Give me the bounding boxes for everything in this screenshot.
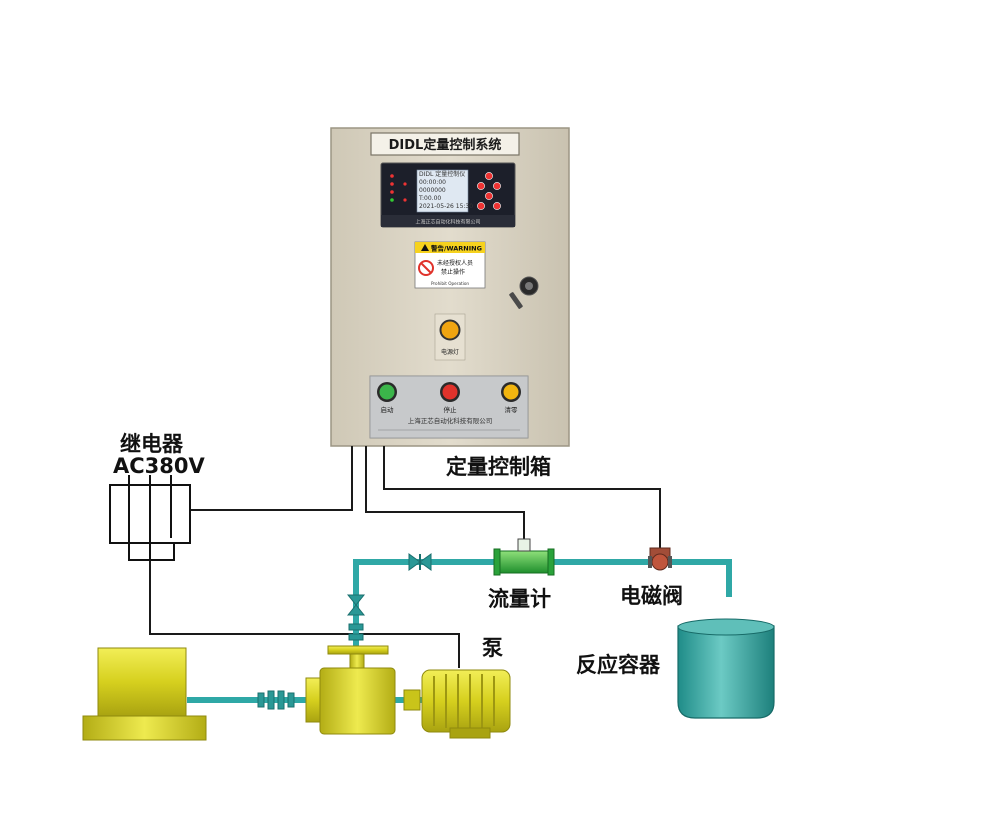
reset-button[interactable]: 清零: [501, 382, 521, 414]
warning-body-1: 未经授权人员: [437, 259, 473, 267]
lcd-line-4: 2021-05-26 15:30: [419, 203, 473, 210]
source-tank: [82, 647, 207, 741]
status-led: [403, 198, 407, 202]
controller-unit: DIDL 定量控制仪 00:00:00 0000000 T:00.00 2021…: [380, 162, 516, 228]
key-button[interactable]: [485, 172, 493, 180]
relay-voltage-label: AC380V: [113, 454, 205, 478]
controller-lcd: DIDL 定量控制仪 00:00:00 0000000 T:00.00 2021…: [416, 169, 473, 213]
status-led: [390, 198, 394, 202]
riser-valve: [346, 594, 366, 641]
control-cabinet: DIDL定量控制系统 DIDL 定量控制仪 00:00:00 0000000 T…: [330, 127, 570, 447]
stop-button-label: 停止: [444, 405, 458, 414]
control-box-label: 定量控制箱: [446, 455, 551, 479]
warning-sticker: 警告/WARNING 未经授权人员 禁止操作 Prohibit Operatio…: [414, 241, 486, 289]
power-indicator-lamp: [439, 319, 461, 341]
relay: [109, 475, 191, 561]
start-button-label: 启动: [381, 405, 395, 414]
button-panel: 启动 停止 清零 上海正芯自动化科技有限公司: [369, 375, 529, 439]
control-wiring: [149, 446, 661, 668]
key-icon: [509, 292, 523, 309]
solenoid-valve: [648, 547, 672, 571]
button-panel-plate: 上海正芯自动化科技有限公司: [408, 416, 493, 425]
status-led: [403, 182, 407, 186]
key-button[interactable]: [493, 182, 501, 190]
flowmeter-label: 流量计: [488, 587, 551, 611]
key-button[interactable]: [493, 202, 501, 210]
reset-button-label: 清零: [505, 405, 519, 414]
no-entry-icon: [418, 260, 434, 276]
suction-valve: [257, 690, 295, 710]
cabinet-nameplate-text: DIDL定量控制系统: [389, 137, 502, 153]
controller-maker: 上海正芯自动化科技有限公司: [415, 219, 480, 226]
key-switch[interactable]: [509, 276, 539, 309]
start-button[interactable]: 启动: [377, 382, 397, 414]
warning-header: 警告/WARNING: [431, 244, 482, 253]
key-button[interactable]: [477, 182, 485, 190]
warning-footer: Prohibit Operation: [431, 281, 469, 286]
status-led: [390, 174, 394, 178]
stop-button[interactable]: 停止: [440, 382, 460, 414]
solenoid-valve-label: 电磁阀: [620, 584, 683, 608]
pump-label: 泵: [482, 636, 503, 660]
pipe-check-valve: [408, 553, 432, 571]
key-button[interactable]: [477, 202, 485, 210]
status-led: [390, 182, 394, 186]
power-indicator-label: 电源灯: [441, 348, 459, 356]
flowmeter: [493, 538, 555, 576]
lcd-title: DIDL 定量控制仪: [419, 170, 465, 178]
warning-body-2: 禁止操作: [441, 268, 465, 276]
controller-keypad: [477, 172, 501, 210]
reactor-vessel-label: 反应容器: [576, 653, 661, 677]
key-button[interactable]: [485, 192, 493, 200]
lcd-line-1: 00:00:00: [419, 179, 446, 186]
cabinet-nameplate: DIDL定量控制系统: [370, 132, 520, 156]
reactor-vessel: [677, 618, 775, 719]
lcd-line-3: T:00.00: [418, 195, 441, 202]
pump: [305, 645, 511, 739]
status-led: [390, 190, 394, 194]
relay-label: 继电器: [120, 432, 184, 456]
warning-triangle-icon: [421, 244, 429, 251]
lcd-line-2: 0000000: [419, 187, 446, 194]
power-indicator: 电源灯: [434, 313, 466, 361]
